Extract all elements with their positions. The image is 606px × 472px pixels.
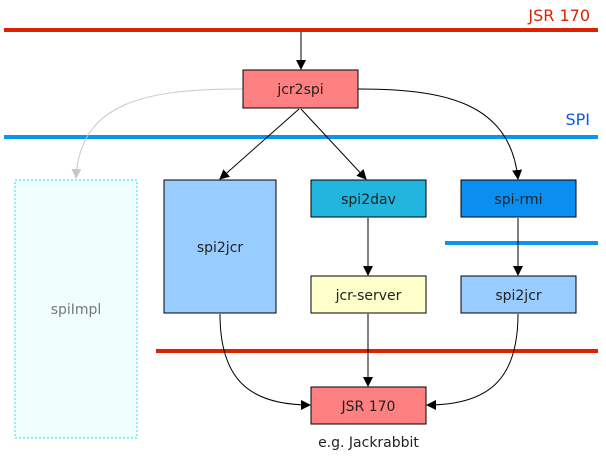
jackrabbit-caption: e.g. Jackrabbit [318,435,419,451]
node-spiImpl: spiImpl [14,179,138,439]
node-jcr2spi: jcr2spi [242,69,359,109]
node-label: spi2jcr [197,240,244,256]
node-spi2jcr-left: spi2jcr [163,179,277,314]
node-label: spiImpl [51,302,102,318]
edge-jcr2spi-to-spi2dav [300,108,367,180]
spi-layer-label: SPI [565,110,590,129]
edge-spi2jcr-right-to-jsr170 [426,313,519,410]
edge-jcr2spi-to-spiImpl [71,88,244,179]
node-label: jcr2spi [276,82,323,98]
node-label: spi-rmi [494,192,542,208]
node-spi2jcr-right: spi2jcr [460,275,577,314]
node-jsr170: JSR 170 [310,386,427,425]
node-jcr-server: jcr-server [310,275,427,314]
node-label: jcr-server [335,288,402,304]
edge-spi2jcr-left-to-jsr170 [219,313,311,410]
node-label: JSR 170 [341,399,396,415]
jsr170-layer-label: JSR 170 [527,6,590,25]
node-label: spi2jcr [495,288,542,304]
node-spi2dav: spi2dav [310,179,427,218]
node-label: spi2dav [341,192,396,208]
edge-jcr2spi-to-spi-rmi [357,88,523,180]
node-spi-rmi: spi-rmi [460,179,577,218]
edge-jcr2spi-to-spi2jcr [219,108,300,180]
